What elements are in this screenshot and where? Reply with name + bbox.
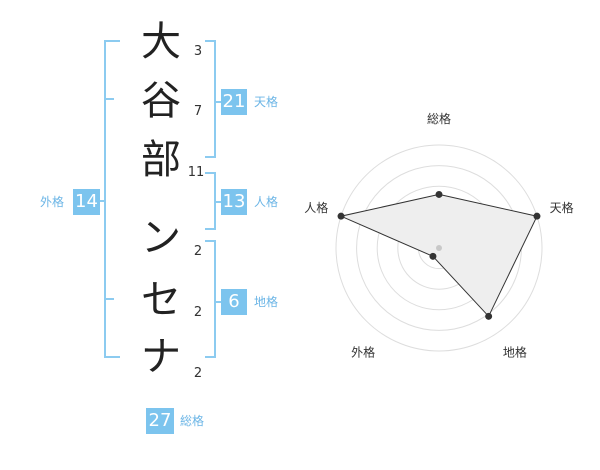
radar-ring [356,165,522,331]
chikaku-bracket-vertical [214,240,216,358]
gaikaku-bracket-vertical [104,40,106,358]
stroke-count-2: 7 [193,104,203,119]
tenkaku-bracket-top [205,40,216,42]
name-char-3: 部 [141,137,181,183]
jinkaku-value: 13 [221,189,247,215]
soukaku-value: 27 [146,408,174,434]
name-char-6: ナ [141,334,181,380]
radar-rings [335,144,543,352]
soukaku-label: 総格 [180,414,205,428]
stroke-count-3: 11 [187,165,205,180]
stroke-count-6: 2 [193,366,203,381]
radar-ring [376,185,502,311]
radar-axis-label: 天格 [550,200,574,215]
stroke-count-4: 2 [193,244,203,259]
radar-point [337,212,345,220]
tenkaku-value: 21 [221,89,247,115]
gaikaku-value: 14 [73,189,100,215]
tenkaku-bracket-bottom [205,156,216,158]
jinkaku-label: 人格 [254,195,279,209]
radar-axis-label: 総格 [427,111,451,126]
jinkaku-bracket-bottom [205,228,216,230]
gaikaku-bracket-tick-1 [104,98,114,100]
chikaku-bracket-mid [214,301,221,303]
radar-point [435,190,443,198]
name-char-5: セ [141,277,181,323]
gaikaku-bracket-tick-2 [104,298,114,300]
tenkaku-bracket-vertical [214,40,216,158]
chikaku-bracket-bottom [205,356,216,358]
chikaku-bracket-top [205,240,216,242]
radar-center-dot [436,245,442,251]
radar-ring [417,226,461,270]
jinkaku-bracket-mid [214,201,221,203]
radar-ring [335,144,543,352]
name-char-4: ン [141,215,181,261]
radar-axis-label: 人格 [304,200,328,215]
gaikaku-bracket-top [104,40,120,42]
gaikaku-label: 外格 [40,195,65,209]
gaikaku-bracket-mid [100,200,106,202]
jinkaku-bracket-top [205,172,216,174]
name-char-2: 谷 [141,78,181,124]
chikaku-value: 6 [221,289,247,315]
tenkaku-bracket-mid [214,101,221,103]
name-char-1: 大 [141,19,181,65]
radar-point [533,212,541,220]
radar-axis-label: 地格 [503,344,527,359]
stroke-count-1: 3 [193,44,203,59]
radar-point [485,312,493,320]
gaikaku-bracket-bottom [104,356,120,358]
radar-points [337,190,541,320]
stroke-count-5: 2 [193,305,203,320]
radar-point [429,252,437,260]
radar-ring [397,206,481,290]
tenkaku-label: 天格 [254,95,279,109]
radar-polygon [339,193,538,318]
chikaku-label: 地格 [254,295,279,309]
radar-axis-label: 外格 [351,344,375,359]
